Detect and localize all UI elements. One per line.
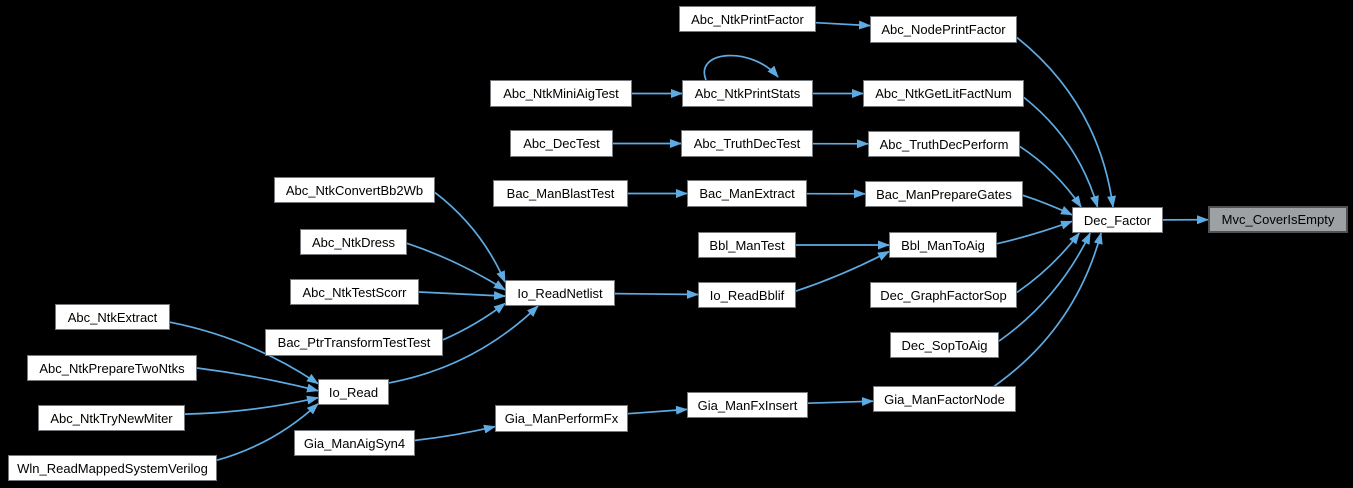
edge-Bac_ManPrepareGates-to-Dec_Factor bbox=[1022, 194, 1073, 216]
edge-Bac_PtrTransformTestTest-to-Io_ReadNetlist bbox=[442, 302, 506, 341]
node-Abc_NtkExtract[interactable]: Abc_NtkExtract bbox=[55, 304, 170, 330]
node-Io_Read[interactable]: Io_Read bbox=[318, 379, 389, 405]
edge-Bbl_ManToAig-to-Dec_Factor bbox=[996, 220, 1073, 245]
node-label: Abc_NtkExtract bbox=[67, 309, 158, 325]
node-Abc_NtkPrintStats[interactable]: Abc_NtkPrintStats bbox=[682, 80, 813, 107]
node-label: Abc_NodePrintFactor bbox=[881, 22, 1006, 37]
node-label: Abc_TruthDecTest bbox=[693, 136, 801, 151]
edge-Dec_GraphFactorSop-to-Dec_Factor bbox=[1016, 232, 1080, 294]
node-label: Dec_Factor bbox=[1083, 212, 1152, 228]
node-Bac_ManBlastTest[interactable]: Bac_ManBlastTest bbox=[493, 180, 628, 207]
node-Io_ReadNetlist[interactable]: Io_ReadNetlist bbox=[505, 280, 615, 306]
node-Abc_TruthDecTest[interactable]: Abc_TruthDecTest bbox=[681, 130, 813, 157]
node-Abc_NtkPrintFactor[interactable]: Abc_NtkPrintFactor bbox=[679, 6, 816, 32]
node-label: Io_ReadNetlist bbox=[517, 285, 603, 301]
node-Abc_NtkDress[interactable]: Abc_NtkDress bbox=[300, 229, 407, 255]
node-Mvc_CoverIsEmpty: Mvc_CoverIsEmpty bbox=[1208, 206, 1348, 233]
node-label: Io_ReadBblif bbox=[709, 287, 785, 303]
node-label: Bac_ManBlastTest bbox=[506, 186, 615, 201]
edge-Gia_ManFactorNode-to-Dec_Factor bbox=[994, 232, 1103, 387]
node-label: Io_Read bbox=[328, 384, 379, 400]
edge-Abc_NtkConvertBb2Wb-to-Io_ReadNetlist bbox=[434, 191, 506, 284]
edge-Gia_ManPerformFx-to-Gia_ManFxInsert bbox=[627, 405, 688, 415]
node-label: Wln_ReadMappedSystemVerilog bbox=[17, 460, 208, 476]
node-label: Abc_NtkPrepareTwoNtks bbox=[39, 360, 185, 376]
edge-Abc_NtkExtract-to-Io_Read bbox=[169, 321, 319, 385]
node-Abc_NtkMiniAigTest[interactable]: Abc_NtkMiniAigTest bbox=[490, 80, 632, 107]
node-label: Gia_ManFactorNode bbox=[884, 391, 1005, 407]
node-label: Abc_NtkPrintStats bbox=[694, 86, 801, 101]
node-label: Gia_ManFxInsert bbox=[697, 397, 798, 413]
node-Dec_Factor[interactable]: Dec_Factor bbox=[1072, 207, 1163, 233]
node-label: Abc_TruthDecPerform bbox=[879, 136, 1009, 152]
node-label: Abc_DecTest bbox=[523, 136, 600, 151]
edge-Abc_NtkPrintStats-to-Abc_NtkPrintStats bbox=[703, 54, 779, 81]
node-Bbl_ManToAig[interactable]: Bbl_ManToAig bbox=[889, 232, 997, 258]
node-label: Abc_NtkGetLitFactNum bbox=[875, 86, 1012, 101]
edge-Abc_NodePrintFactor-to-Dec_Factor bbox=[1016, 36, 1116, 208]
node-Abc_NtkGetLitFactNum[interactable]: Abc_NtkGetLitFactNum bbox=[863, 80, 1024, 107]
node-Bac_ManPrepareGates[interactable]: Bac_ManPrepareGates bbox=[865, 181, 1023, 207]
node-Abc_NodePrintFactor[interactable]: Abc_NodePrintFactor bbox=[870, 16, 1017, 43]
node-label: Abc_NtkPrintFactor bbox=[691, 11, 804, 27]
node-label: Gia_ManPerformFx bbox=[504, 411, 619, 426]
edge-Abc_NtkPrepareTwoNtks-to-Io_Read bbox=[196, 367, 319, 393]
node-Abc_TruthDecPerform[interactable]: Abc_TruthDecPerform bbox=[868, 131, 1020, 157]
node-Dec_SopToAig[interactable]: Dec_SopToAig bbox=[890, 332, 999, 358]
edge-Dec_SopToAig-to-Dec_Factor bbox=[998, 232, 1091, 342]
node-label: Abc_NtkMiniAigTest bbox=[503, 86, 619, 101]
edge-Gia_ManAigSyn4-to-Gia_ManPerformFx bbox=[414, 424, 496, 442]
node-Gia_ManFxInsert[interactable]: Gia_ManFxInsert bbox=[687, 392, 808, 418]
node-Gia_ManFactorNode[interactable]: Gia_ManFactorNode bbox=[873, 386, 1016, 412]
node-Abc_NtkTestScorr[interactable]: Abc_NtkTestScorr bbox=[290, 279, 419, 305]
edge-Abc_NtkTestScorr-to-Io_ReadNetlist bbox=[418, 291, 506, 301]
node-Bbl_ManTest[interactable]: Bbl_ManTest bbox=[698, 232, 796, 258]
edge-Io_ReadBblif-to-Bbl_ManToAig bbox=[795, 250, 890, 292]
node-Abc_NtkConvertBb2Wb[interactable]: Abc_NtkConvertBb2Wb bbox=[274, 177, 435, 203]
node-label: Bbl_ManToAig bbox=[901, 237, 985, 253]
node-Abc_DecTest[interactable]: Abc_DecTest bbox=[510, 130, 613, 157]
node-label: Bac_PtrTransformTestTest bbox=[277, 335, 431, 350]
node-label: Bbl_ManTest bbox=[709, 237, 785, 253]
edge-Io_Read-to-Io_ReadNetlist bbox=[388, 305, 539, 384]
node-Gia_ManPerformFx[interactable]: Gia_ManPerformFx bbox=[495, 405, 628, 432]
node-Wln_ReadMappedSystemVerilog[interactable]: Wln_ReadMappedSystemVerilog bbox=[8, 455, 217, 481]
node-Gia_ManAigSyn4[interactable]: Gia_ManAigSyn4 bbox=[294, 430, 415, 456]
node-label: Abc_NtkDress bbox=[311, 234, 396, 250]
node-label: Bac_ManPrepareGates bbox=[876, 186, 1012, 202]
node-label: Mvc_CoverIsEmpty bbox=[1221, 212, 1335, 227]
edge-Abc_TruthDecPerform-to-Dec_Factor bbox=[1019, 145, 1082, 208]
node-Dec_GraphFactorSop[interactable]: Dec_GraphFactorSop bbox=[870, 282, 1017, 308]
edge-Io_ReadNetlist-to-Io_ReadBblif bbox=[614, 289, 699, 299]
node-Bac_ManExtract[interactable]: Bac_ManExtract bbox=[687, 180, 807, 207]
edge-Abc_NtkDress-to-Io_ReadNetlist bbox=[406, 242, 506, 291]
edge-Abc_NtkPrintFactor-to-Abc_NodePrintFactor bbox=[815, 20, 871, 30]
node-label: Abc_NtkTryNewMiter bbox=[50, 410, 173, 426]
node-Bac_PtrTransformTestTest[interactable]: Bac_PtrTransformTestTest bbox=[265, 329, 443, 356]
node-Abc_NtkPrepareTwoNtks[interactable]: Abc_NtkPrepareTwoNtks bbox=[27, 355, 197, 381]
edge-Wln_ReadMappedSystemVerilog-to-Io_Read bbox=[216, 403, 319, 462]
node-label: Dec_GraphFactorSop bbox=[880, 287, 1007, 303]
node-label: Dec_SopToAig bbox=[901, 337, 988, 353]
node-label: Abc_NtkConvertBb2Wb bbox=[285, 182, 424, 198]
node-Abc_NtkTryNewMiter[interactable]: Abc_NtkTryNewMiter bbox=[38, 405, 185, 431]
edge-Abc_NtkGetLitFactNum-to-Dec_Factor bbox=[1023, 96, 1099, 208]
edge-Abc_NtkTryNewMiter-to-Io_Read bbox=[184, 395, 319, 415]
node-label: Bac_ManExtract bbox=[699, 186, 795, 201]
node-Io_ReadBblif[interactable]: Io_ReadBblif bbox=[698, 282, 796, 308]
node-label: Abc_NtkTestScorr bbox=[302, 284, 407, 300]
edge-Gia_ManFxInsert-to-Gia_ManFactorNode bbox=[807, 397, 874, 407]
node-label: Gia_ManAigSyn4 bbox=[303, 435, 406, 451]
